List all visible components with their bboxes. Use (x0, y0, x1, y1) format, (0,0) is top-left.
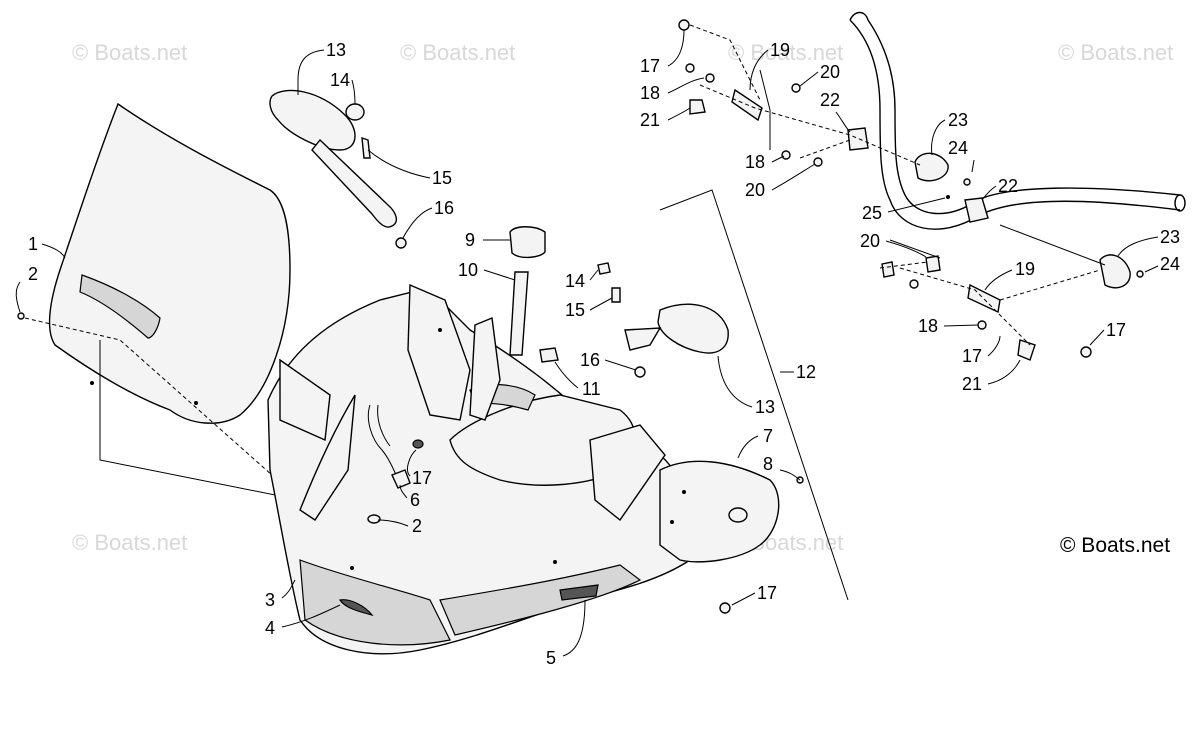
callout-23b: 23 (1160, 227, 1180, 247)
callout-15a: 15 (432, 168, 452, 188)
callout-20b: 20 (745, 180, 765, 200)
callout-13a: 13 (326, 40, 346, 60)
callout-23a: 23 (948, 110, 968, 130)
callout-15b: 15 (565, 300, 585, 320)
callout-19b: 19 (1015, 259, 1035, 279)
side-panel[interactable] (659, 460, 780, 563)
left-mirror[interactable] (269, 89, 407, 249)
callout-17b: 17 (757, 583, 777, 603)
callout-6: 6 (410, 490, 420, 510)
brake-control[interactable] (881, 254, 1131, 361)
callout-7: 7 (763, 426, 773, 446)
callout-24b: 24 (1160, 254, 1180, 274)
callout-16b: 16 (580, 350, 600, 370)
callout-17e: 17 (1106, 320, 1126, 340)
callout-18a: 18 (640, 83, 660, 103)
right-mirror[interactable] (597, 262, 729, 378)
front-fairing[interactable] (267, 283, 695, 655)
copyright-text: © Boats.net (1060, 534, 1171, 557)
callout-9: 9 (465, 230, 475, 250)
watermark: © Boats.net (400, 40, 516, 65)
windshield[interactable] (48, 102, 291, 424)
handlebar[interactable] (849, 11, 1186, 230)
callout-21b: 21 (962, 374, 982, 394)
callout-22b: 22 (998, 176, 1018, 196)
callout-14a: 14 (330, 70, 350, 90)
wiring-harness[interactable] (367, 404, 424, 524)
callout-21a: 21 (640, 110, 660, 130)
callout-18c: 18 (918, 316, 938, 336)
callout-17d: 17 (962, 346, 982, 366)
callout-11: 11 (582, 379, 601, 399)
callout-14b: 14 (565, 271, 585, 291)
watermark: © Boats.net (72, 40, 188, 65)
callout-2b: 2 (412, 516, 422, 536)
throttle-control[interactable] (689, 88, 989, 223)
callout-13b: 13 (755, 397, 775, 417)
callout-labels: 1 2 3 4 5 6 2 17 7 8 9 10 11 12 13 14 15… (15, 29, 1180, 668)
shift-knob[interactable] (509, 226, 559, 363)
callout-20c: 20 (860, 231, 880, 251)
callout-3: 3 (265, 590, 275, 610)
callout-20a: 20 (820, 62, 840, 82)
callout-2: 2 (28, 264, 38, 284)
callout-4: 4 (265, 618, 275, 638)
callout-19a: 19 (770, 40, 790, 60)
callout-24a: 24 (948, 138, 968, 158)
callout-12: 12 (796, 362, 816, 382)
watermark: © Boats.net (1058, 40, 1174, 65)
callout-22a: 22 (820, 90, 840, 110)
callout-17a: 17 (412, 468, 432, 488)
callout-10: 10 (458, 260, 478, 280)
callout-5: 5 (546, 648, 556, 668)
callout-1: 1 (28, 234, 38, 254)
callout-8: 8 (763, 454, 773, 474)
callout-25: 25 (862, 203, 882, 223)
callout-17c: 17 (640, 56, 660, 76)
watermark: © Boats.net (728, 40, 844, 65)
watermark: © Boats.net (72, 530, 188, 555)
callout-18b: 18 (745, 152, 765, 172)
callout-16a: 16 (434, 198, 454, 218)
